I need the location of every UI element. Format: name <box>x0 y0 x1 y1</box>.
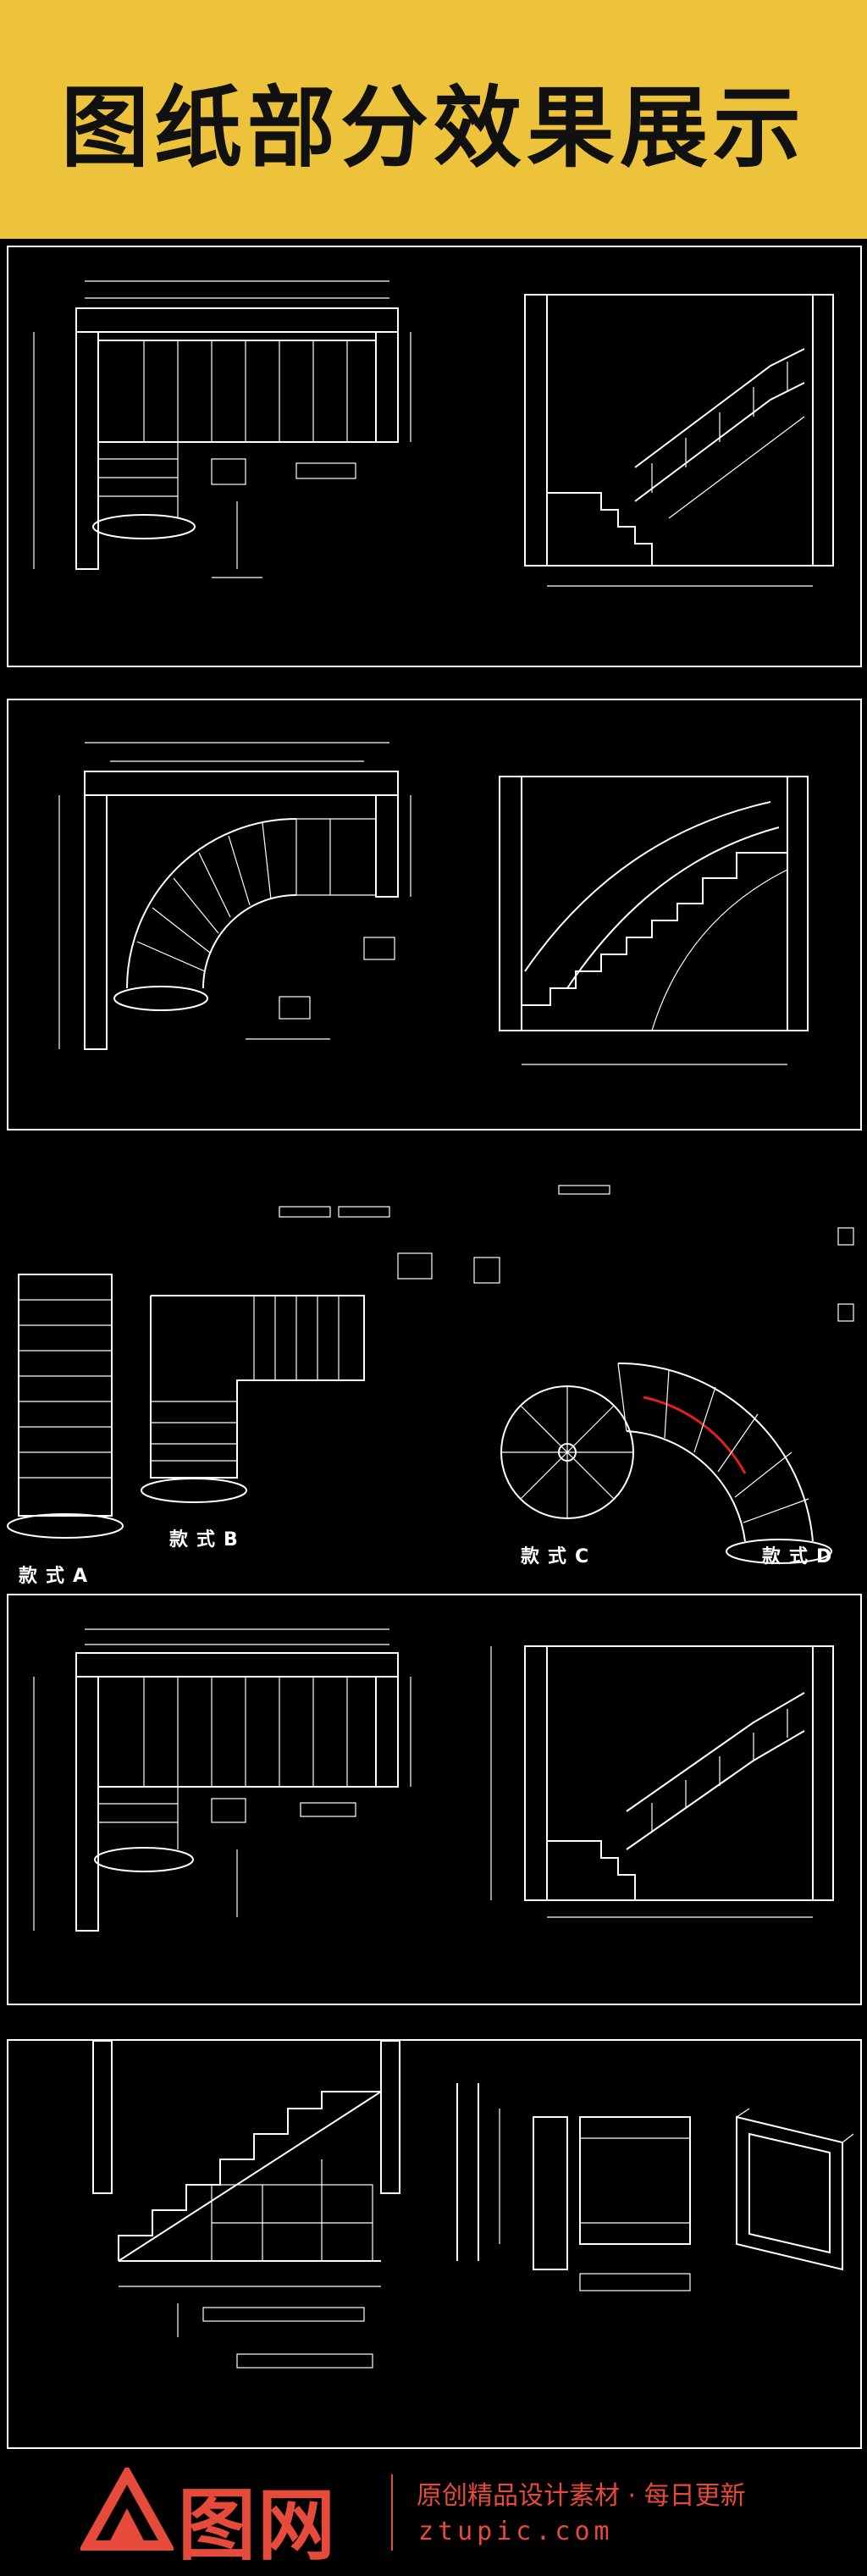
cad-drawing-l-stair <box>33 280 834 587</box>
footer-brand-bar: 图网 原创精品设计素材 · 每日更新 ztupic.com <box>0 2449 867 2576</box>
style-label-c: 款式C <box>521 1546 598 1567</box>
cad-drawing-under-stair-cabinet <box>92 2041 854 2369</box>
drawing-panel-5 <box>7 2039 862 2449</box>
brand-slogan: 原创精品设计素材 · 每日更新 <box>417 2481 746 2511</box>
drawing-panel-4 <box>7 1594 862 2005</box>
banner-title: 图纸部分效果展示 <box>60 75 806 180</box>
header-banner: 图纸部分效果展示 <box>0 0 867 239</box>
brand-site: ztupic.com <box>418 2517 614 2546</box>
people-triangle-icon <box>80 2468 174 2551</box>
cad-drawing-curved-stair <box>58 742 809 1065</box>
style-label-d: 款式D <box>762 1546 841 1567</box>
drawing-panel-1 <box>7 246 862 667</box>
drawing-panel-2 <box>7 699 862 1130</box>
footer-divider <box>391 2474 393 2551</box>
cad-drawing-straight-stair <box>33 1628 834 1932</box>
style-label-a: 款式A <box>19 1566 97 1587</box>
brand-logo-text: 图网 <box>178 2480 338 2571</box>
style-label-b: 款式B <box>169 1529 246 1551</box>
cad-drawing-stair-styles <box>7 1185 854 1564</box>
